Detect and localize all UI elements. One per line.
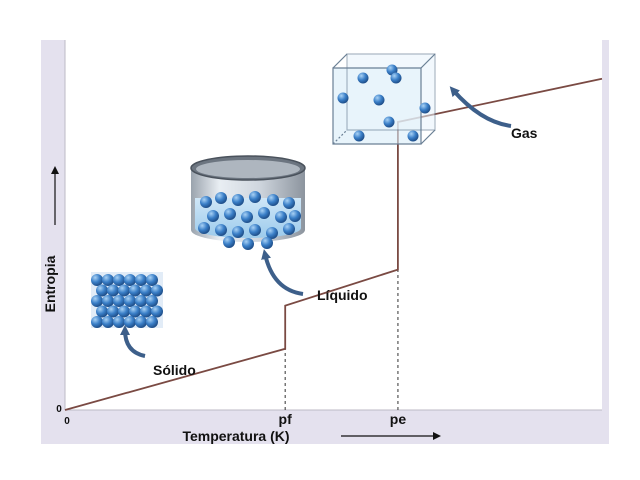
solid-particle	[146, 316, 158, 328]
solid-particle	[129, 284, 141, 297]
liquid-particle	[232, 194, 244, 206]
solid-particle	[118, 305, 130, 318]
liquid-particle	[249, 191, 261, 203]
solid-particle	[96, 284, 108, 297]
solid-particle	[102, 274, 114, 286]
gas-particle	[383, 116, 395, 128]
gas-particle	[390, 72, 402, 84]
y-axis-title: Entropia	[42, 255, 58, 312]
liquid-particle	[207, 210, 219, 222]
solid-particle	[151, 284, 163, 297]
liquid-arrow	[261, 249, 304, 296]
liquid-particle	[200, 196, 212, 208]
solid-particle	[129, 305, 141, 318]
solid-particle	[91, 295, 103, 307]
solid-label: Sólido	[153, 362, 196, 378]
x-axis-title: Temperatura (K)	[182, 428, 289, 444]
solid-particle	[102, 295, 114, 307]
liquid-particle	[242, 238, 254, 250]
x-origin-label: 0	[64, 416, 70, 427]
liquid-particle	[249, 224, 261, 236]
gas-box-icon	[332, 53, 436, 145]
gas-particle	[373, 94, 385, 106]
liquid-particle	[261, 237, 273, 249]
liquid-label: Líquido	[317, 287, 368, 303]
x-tick-label-pf: pf	[279, 411, 293, 427]
origin-label: 0	[56, 404, 62, 415]
liquid-particle	[224, 208, 236, 220]
solid-lattice-icon	[91, 272, 163, 328]
solid-particle	[124, 274, 136, 286]
solid-arrow	[120, 325, 146, 358]
liquid-particle	[283, 223, 295, 235]
gas-label: Gas	[511, 125, 538, 141]
liquid-beaker-icon	[190, 155, 306, 250]
liquid-particle	[258, 207, 270, 219]
gas-particle	[357, 72, 369, 84]
solid-particle	[91, 274, 103, 286]
liquid-particle	[283, 197, 295, 209]
liquid-particle	[223, 236, 235, 248]
entropy-chart: 0 0 pf pe Entropia Temperatura (K) Sólido…	[42, 40, 603, 444]
solid-particle	[113, 295, 125, 307]
x-tick-label-pe: pe	[390, 411, 407, 427]
solid-particle	[113, 274, 125, 286]
liquid-particle	[275, 211, 287, 223]
liquid-particle	[232, 226, 244, 238]
liquid-particle	[241, 211, 253, 223]
liquid-particle	[215, 224, 227, 236]
solid-particle	[124, 316, 136, 328]
gas-particle	[353, 130, 365, 142]
solid-particle	[135, 316, 147, 328]
solid-particle	[151, 305, 163, 318]
solid-particle	[107, 284, 119, 297]
solid-particle	[107, 305, 119, 318]
solid-particle	[146, 295, 158, 307]
gas-particle	[407, 130, 419, 142]
solid-particle	[140, 305, 152, 318]
liquid-particle	[266, 227, 278, 239]
solid-particle	[146, 274, 158, 286]
solid-particle	[96, 305, 108, 318]
liquid-particle	[215, 192, 227, 204]
solid-particle	[140, 284, 152, 297]
solid-particle	[118, 284, 130, 297]
solid-particle	[91, 316, 103, 328]
liquid-particle	[289, 210, 301, 222]
gas-arrow	[449, 86, 512, 128]
solid-particle	[135, 274, 147, 286]
liquid-particle	[267, 194, 279, 206]
gas-particle	[419, 102, 431, 114]
solid-particle	[124, 295, 136, 307]
chart-frame: 0 0 pf pe Entropia Temperatura (K) Sólido…	[41, 40, 609, 444]
solid-particle	[113, 316, 125, 328]
solid-particle	[135, 295, 147, 307]
liquid-particle	[198, 222, 210, 234]
gas-particle	[337, 92, 349, 104]
solid-particle	[102, 316, 114, 328]
